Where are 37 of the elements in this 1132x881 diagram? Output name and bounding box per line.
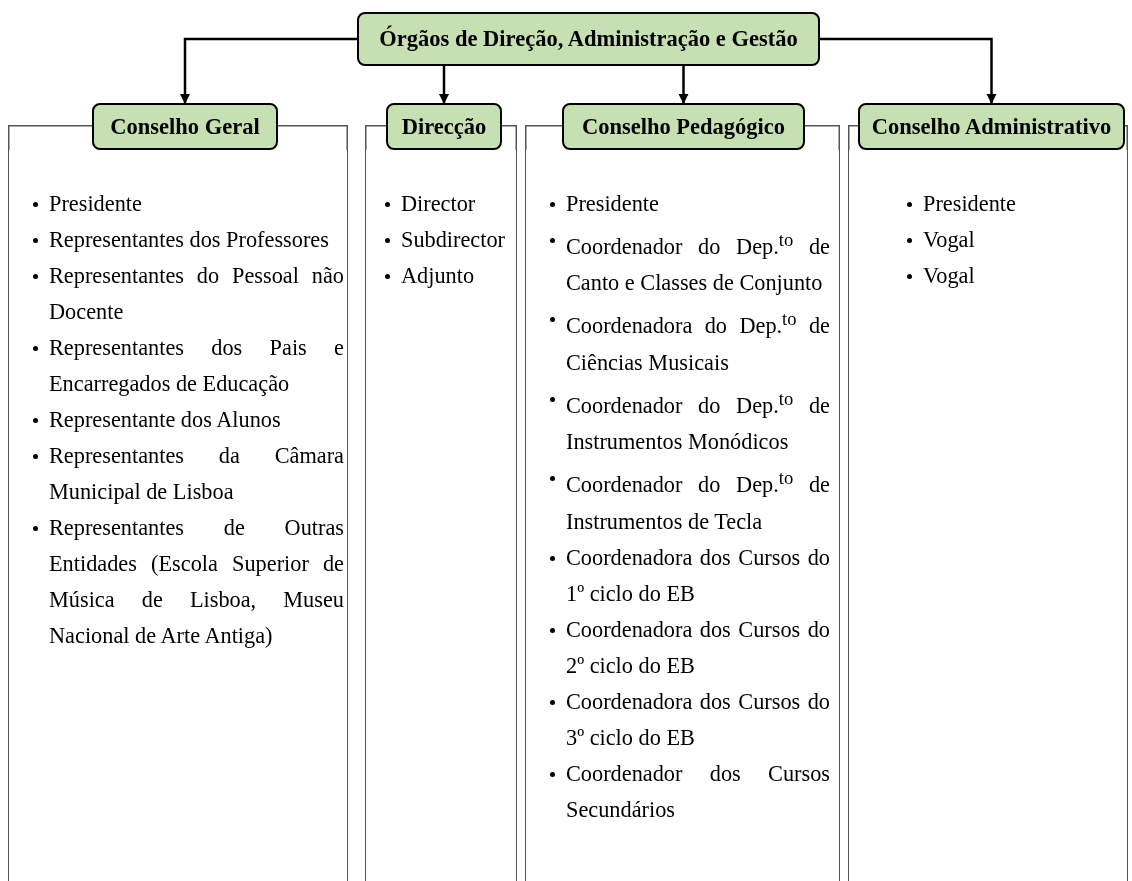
list-item: Representantes dos Pais e Encarregados de Educação [49,330,344,402]
list-item: Representantes da Câmara Municipal de Lisboa [49,438,344,510]
column-panel [525,150,840,881]
heading-text: Conselho Geral [110,113,260,140]
list-item: Representante dos Alunos [49,402,344,438]
list-item: Subdirector [401,222,512,258]
list-item: Coordenador do Dep.$^{to}$ de Instrumentos de Tecla [566,460,830,540]
heading-text: Conselho Pedagógico [581,113,786,140]
list-item: Representantes dos Professores [49,222,344,258]
list-item: Presidente [923,186,1119,222]
heading-box [92,103,278,150]
arrow [438,66,450,105]
list-item: Adjunto [401,258,512,294]
heading-box [858,103,1125,150]
list-item: Coordenador dos Cursos Secundários [566,755,830,828]
list-item: Director [401,186,512,222]
list-item: Vogal [923,258,1119,294]
heading-box [386,103,502,150]
list-item: Representantes do Pessoal não Docente [49,258,344,330]
list-item: Coordenadora dos Cursos do 1º ciclo do EB [566,539,830,612]
arrow [678,66,689,105]
list-item: Vogal [923,222,1119,258]
list-item: Coordenadora dos Cursos do 3º ciclo do EB [566,683,830,756]
heading-text: Conselho Administrativo [871,113,1112,140]
arrow [179,37,357,105]
column-panel [8,150,348,881]
column-panel [848,150,1128,881]
heading-text: Órgãos de Direção, Administração e Gestão [379,26,798,52]
column-panel [365,150,517,881]
list-item: Representantes de Outras Entidades (Escola Superior de Música de Lisboa, Museu Nacional de Arte Antiga) [49,510,344,654]
arrow [820,37,997,105]
heading-box [562,103,805,150]
heading-box [357,12,820,66]
list-item: Coordenadora dos Cursos do 2º ciclo do EB [566,611,830,684]
heading-text: Direcção [401,113,487,140]
list-item: Presidente [566,186,830,222]
list-item: Presidente [49,186,344,222]
